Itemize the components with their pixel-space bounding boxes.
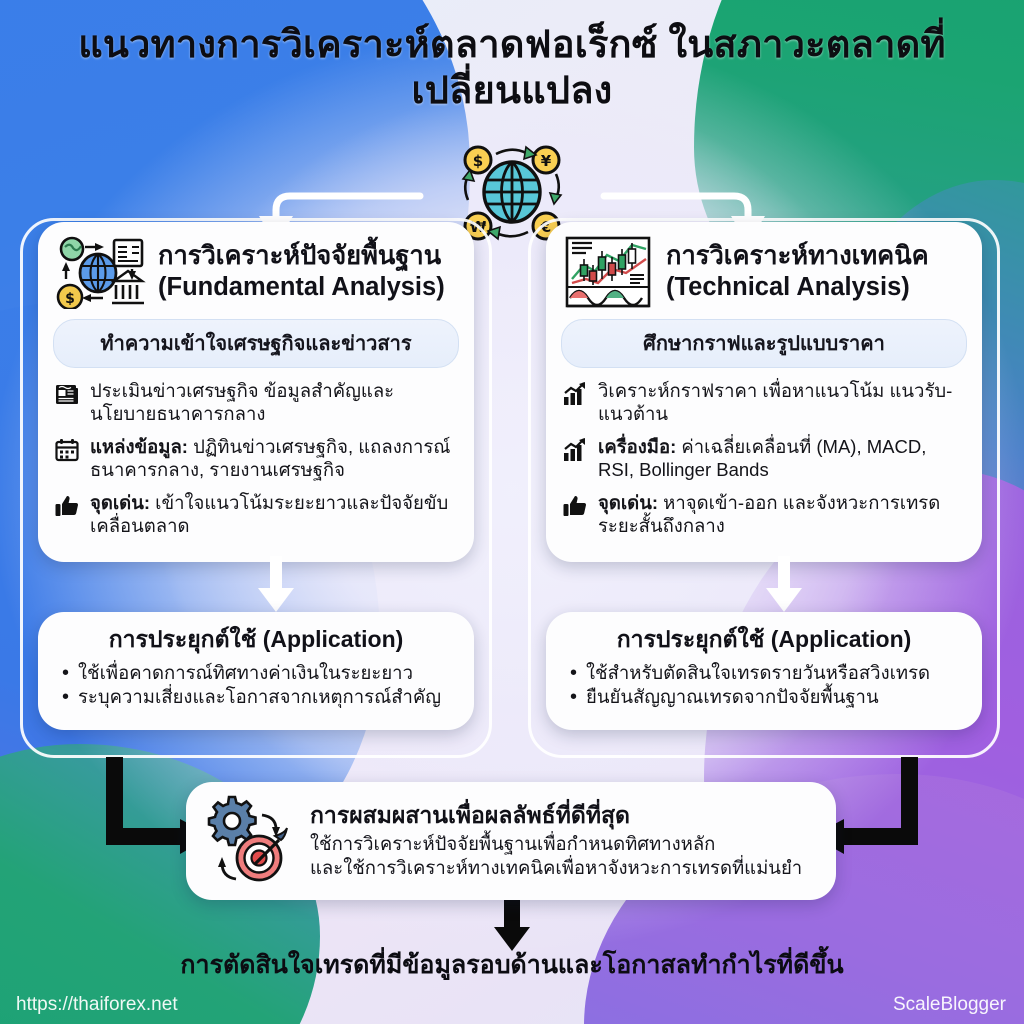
application-list: ใช้เพื่อคาดการณ์ทิศทางค่าเงินในระยะยาว ร…	[38, 660, 474, 710]
column-frame-fundamental	[20, 218, 492, 758]
thumbs-up-icon	[562, 493, 588, 519]
bar-chart-up-icon	[562, 381, 588, 407]
card-header: $ การวิเคราะห์ปัจจัยพื้นฐาน (Fundamental…	[38, 222, 474, 315]
bullet-list: ประเมินข่าวเศรษฐกิจ ข้อมูลสำคัญและนโยบาย…	[54, 379, 458, 538]
card-title: การวิเคราะห์ทางเทคนิค (Technical Analysi…	[666, 242, 929, 301]
combine-box[interactable]: การผสมผสานเพื่อผลลัพธ์ที่ดีที่สุด ใช้การ…	[186, 782, 836, 900]
gear-target-sync-icon	[202, 795, 298, 887]
bullet-list: วิเคราะห์กราฟราคา เพื่อหาแนวโน้ม แนวรับ-…	[562, 379, 966, 538]
card-to-application-arrows	[258, 556, 802, 612]
list-item-text: ประเมินข่าวเศรษฐกิจ ข้อมูลสำคัญและนโยบาย…	[90, 380, 395, 425]
footer-website-url[interactable]: https://thaiforex.net	[16, 994, 178, 1015]
list-item-text: จุดเด่น: เข้าใจแนวโน้มระยะยาวและปัจจัยขั…	[90, 491, 449, 537]
svg-text:¥: ¥	[541, 152, 552, 170]
list-item-text: แหล่งข้อมูล: ปฏิทินข่าวเศรษฐกิจ, แถลงการ…	[90, 435, 451, 481]
list-item: ใช้เพื่อคาดการณ์ทิศทางค่าเงินในระยะยาว	[58, 660, 454, 686]
application-title: การประยุกต์ใช้ (Application)	[616, 626, 912, 652]
globe-news-bank-coin-icon: $	[54, 235, 146, 311]
card-header: การวิเคราะห์ทางเทคนิค (Technical Analysi…	[546, 222, 982, 315]
svg-text:$: $	[473, 152, 483, 170]
list-item: เครื่องมือ: ค่าเฉลี่ยเคลื่อนที่ (MA), MA…	[562, 435, 966, 482]
footer-brand: ScaleBlogger	[892, 994, 1006, 1015]
newspaper-icon	[54, 381, 80, 407]
svg-text:$: $	[65, 291, 75, 307]
list-item-text: จุดเด่น: หาจุดเข้า-ออก และจังหวะการเทรดร…	[598, 491, 941, 537]
bar-chart-up-icon	[562, 437, 588, 463]
application-title: การประยุกต์ใช้ (Application)	[108, 626, 404, 652]
card-subtitle-pill: ทำความเข้าใจเศรษฐกิจและข่าวสาร	[53, 319, 459, 368]
list-item: ระบุความเสี่ยงและโอกาสจากเหตุการณ์สำคัญ	[58, 684, 454, 710]
thumbs-up-icon	[54, 493, 80, 519]
candlestick-chart-icon	[562, 235, 654, 309]
application-box-technical[interactable]: การประยุกต์ใช้ (Application) ใช้สำหรับตั…	[546, 612, 982, 730]
card-title: การวิเคราะห์ปัจจัยพื้นฐาน (Fundamental A…	[158, 242, 445, 301]
page-title: แนวทางการวิเคราะห์ตลาดฟอเร็กซ์ ในสภาวะตล…	[78, 24, 946, 113]
card-subtitle-pill: ศึกษากราฟและรูปแบบราคา	[561, 319, 967, 368]
list-item-text: วิเคราะห์กราฟราคา เพื่อหาแนวโน้ม แนวรับ-…	[598, 380, 953, 425]
combine-subtitle: ใช้การวิเคราะห์ปัจจัยพื้นฐานเพื่อกำหนดทิ…	[310, 832, 803, 878]
card-fundamental-analysis[interactable]: $ การวิเคราะห์ปัจจัยพื้นฐาน (Fundamental…	[38, 222, 474, 562]
application-box-fundamental[interactable]: การประยุกต์ใช้ (Application) ใช้เพื่อคาด…	[38, 612, 474, 730]
list-item: ยืนยันสัญญาณเทรดจากปัจจัยพื้นฐาน	[566, 684, 962, 710]
card-technical-analysis[interactable]: การวิเคราะห์ทางเทคนิค (Technical Analysi…	[546, 222, 982, 562]
list-item: ใช้สำหรับตัดสินใจเทรดรายวันหรือสวิงเทรด	[566, 660, 962, 686]
list-item: แหล่งข้อมูล: ปฏิทินข่าวเศรษฐกิจ, แถลงการ…	[54, 435, 458, 482]
list-item: วิเคราะห์กราฟราคา เพื่อหาแนวโน้ม แนวรับ-…	[562, 379, 966, 426]
conclusion-text: การตัดสินใจเทรดที่มีข้อมูลรอบด้านและโอกา…	[180, 951, 844, 979]
list-item: จุดเด่น: เข้าใจแนวโน้มระยะยาวและปัจจัยขั…	[54, 491, 458, 538]
column-frame-technical	[528, 218, 1000, 758]
list-item-text: เครื่องมือ: ค่าเฉลี่ยเคลื่อนที่ (MA), MA…	[598, 435, 927, 481]
list-item: จุดเด่น: หาจุดเข้า-ออก และจังหวะการเทรดร…	[562, 491, 966, 538]
calendar-icon	[54, 437, 80, 463]
list-item: ประเมินข่าวเศรษฐกิจ ข้อมูลสำคัญและนโยบาย…	[54, 379, 458, 426]
combine-title: การผสมผสานเพื่อผลลัพธ์ที่ดีที่สุด	[310, 802, 630, 829]
application-list: ใช้สำหรับตัดสินใจเทรดรายวันหรือสวิงเทรด …	[546, 660, 982, 710]
